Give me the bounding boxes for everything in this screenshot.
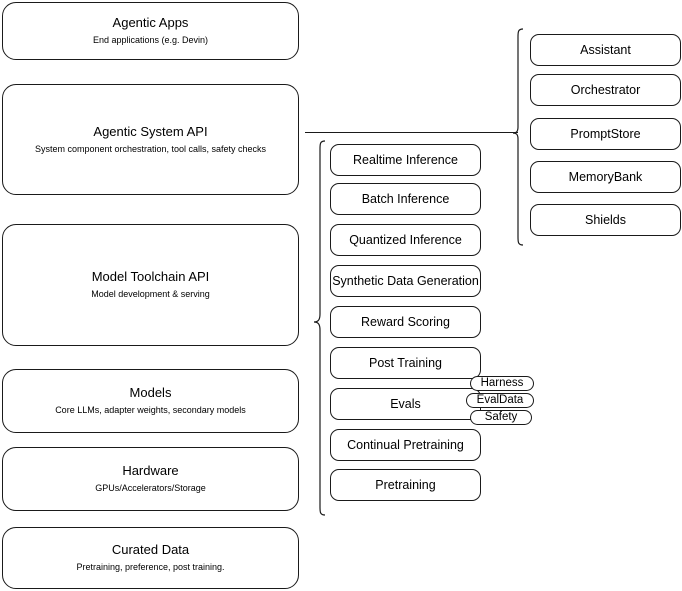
connector-agentic-system-api-to-components [305,132,518,133]
component-box-continual-pretraining[interactable]: Continual Pretraining [330,429,481,461]
component-box-post-training[interactable]: Post Training [330,347,481,379]
component-box-pretraining[interactable]: Pretraining [330,469,481,501]
component-label: Orchestrator [570,82,641,97]
layer-title: Agentic System API [93,123,208,139]
component-box-reward-scoring[interactable]: Reward Scoring [330,306,481,338]
component-label: Evals [390,396,421,411]
layer-subtitle: GPUs/Accelerators/Storage [95,483,206,493]
component-box-shields[interactable]: Shields [530,204,681,236]
component-box-orchestrator[interactable]: Orchestrator [530,74,681,106]
component-label: PromptStore [570,126,641,141]
layer-box-models[interactable]: Models Core LLMs, adapter weights, secon… [2,369,299,433]
layer-title: Models [129,385,172,400]
brace-toolchain-components [313,140,326,516]
layer-box-curated-data[interactable]: Curated Data Pretraining, preference, po… [2,527,299,589]
layer-title: Agentic Apps [112,15,189,30]
layer-subtitle: Pretraining, preference, post training. [76,562,225,572]
layer-subtitle: System component orchestration, tool cal… [34,143,267,154]
layer-title: Hardware [122,463,179,478]
component-label: Pretraining [375,477,436,492]
layer-box-model-toolchain-api[interactable]: Model Toolchain API Model development & … [2,224,299,346]
component-label: Continual Pretraining [347,437,464,452]
component-box-evals[interactable]: Evals [330,388,481,420]
layer-box-hardware[interactable]: Hardware GPUs/Accelerators/Storage [2,447,299,511]
component-label: Assistant [580,42,631,57]
subcomponent-pill-evaldata[interactable]: EvalData [466,393,534,408]
subcomponent-pill-safety[interactable]: Safety [470,410,532,425]
component-label: Shields [585,212,626,227]
component-box-memorybank[interactable]: MemoryBank [530,161,681,193]
component-box-batch-inference[interactable]: Batch Inference [330,183,481,215]
component-label: Post Training [369,355,442,370]
component-label: Batch Inference [361,191,450,206]
component-box-realtime-inference[interactable]: Realtime Inference [330,144,481,176]
layer-title: Model Toolchain API [91,269,210,284]
component-box-quantized-inference[interactable]: Quantized Inference [330,224,481,256]
component-label: Quantized Inference [349,232,462,247]
subcomponent-label: Harness [480,377,524,389]
layer-subtitle: Model development & serving [91,289,210,299]
layer-subtitle: Core LLMs, adapter weights, secondary mo… [55,405,246,415]
subcomponent-pill-harness[interactable]: Harness [470,376,534,391]
subcomponent-label: Safety [484,411,518,423]
component-box-promptstore[interactable]: PromptStore [530,118,681,150]
layer-subtitle: End applications (e.g. Devin) [92,35,209,45]
component-box-assistant[interactable]: Assistant [530,34,681,66]
component-label: Reward Scoring [361,314,450,329]
component-label: MemoryBank [568,169,643,184]
layer-box-agentic-apps[interactable]: Agentic Apps End applications (e.g. Devi… [2,2,299,60]
component-label: Synthetic Data Generation [332,273,479,288]
component-label: Realtime Inference [353,152,458,167]
subcomponent-label: EvalData [476,394,524,406]
layer-box-agentic-system-api[interactable]: Agentic System API System component orch… [2,84,299,195]
brace-agentic-components [512,28,524,246]
layer-title: Curated Data [111,542,190,557]
component-box-synthetic-data-generation[interactable]: Synthetic Data Generation [330,265,481,297]
